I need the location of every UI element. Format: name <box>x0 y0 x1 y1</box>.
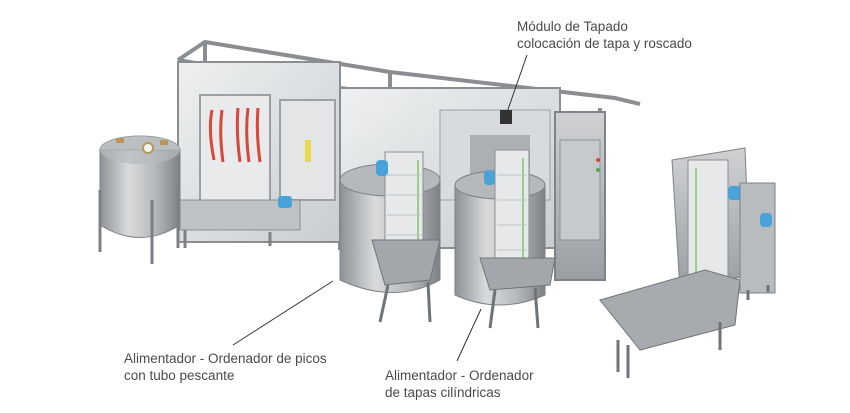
cap-feeder <box>454 149 556 329</box>
callout-capping-subtitle: colocación de tapa y roscado <box>517 36 692 51</box>
callout-spout-title: Alimentador - Ordenador de picos <box>124 351 327 366</box>
filler-module <box>177 61 341 248</box>
callout-cap-title: Alimentador - Ordenador <box>385 368 534 383</box>
callout-spout-subtitle: con tubo pescante <box>124 368 235 383</box>
right-cabinet <box>554 111 606 281</box>
leader-cap-feeder <box>456 308 482 362</box>
callout-spout-feeder: Alimentador - Ordenador de picos con tub… <box>124 350 327 384</box>
callout-cap-subtitle: de tapas cilíndricas <box>385 385 501 400</box>
hopper-elevator <box>599 147 776 378</box>
callout-capping-title: Módulo de Tapado <box>517 19 628 34</box>
leader-capping <box>504 54 528 119</box>
spout-feeder <box>339 151 441 323</box>
pressure-tank <box>98 135 181 264</box>
leader-spout-feeder <box>232 280 334 346</box>
callout-cap-feeder: Alimentador - Ordenador de tapas cilíndr… <box>385 367 534 401</box>
leader-lines <box>232 54 528 362</box>
callout-capping-module: Módulo de Tapado colocación de tapa y ro… <box>517 18 692 52</box>
